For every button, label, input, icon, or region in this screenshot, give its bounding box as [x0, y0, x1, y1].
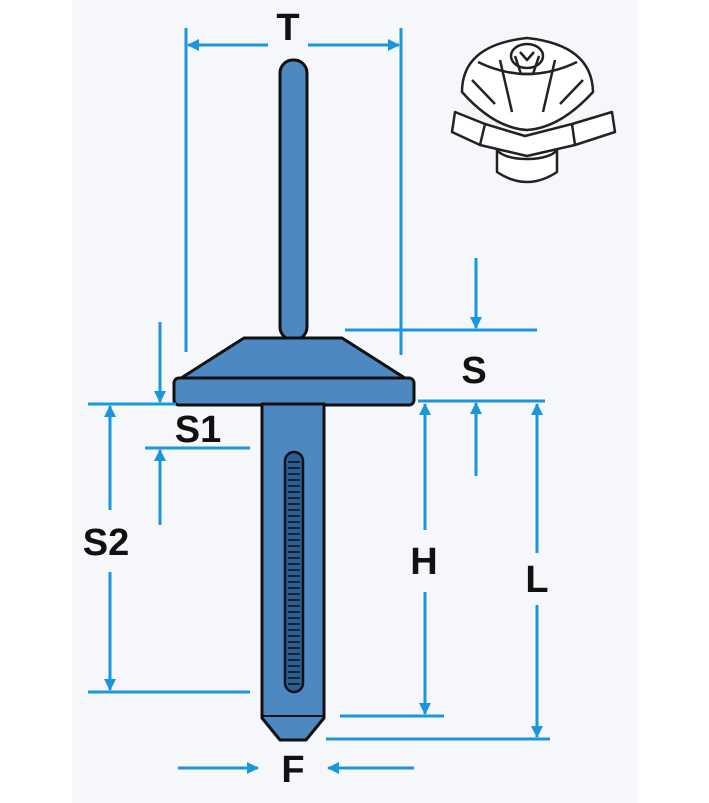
rivet-head-cone — [176, 336, 410, 382]
extension-lines — [88, 28, 550, 741]
label-F: F — [281, 749, 304, 791]
dimension-arrows — [104, 39, 543, 774]
rivet-body — [172, 58, 416, 742]
label-H: H — [410, 541, 437, 583]
label-S1: S1 — [175, 409, 221, 451]
rivet-pin — [278, 58, 309, 342]
rivet-slot — [283, 450, 305, 694]
label-S: S — [461, 350, 486, 392]
rivet-head-flange — [172, 376, 416, 407]
label-T: T — [276, 7, 299, 49]
push-rivet-3d-icon — [450, 36, 617, 184]
label-L: L — [525, 559, 548, 601]
slot-ridges — [288, 461, 300, 685]
label-S2: S2 — [83, 522, 129, 564]
